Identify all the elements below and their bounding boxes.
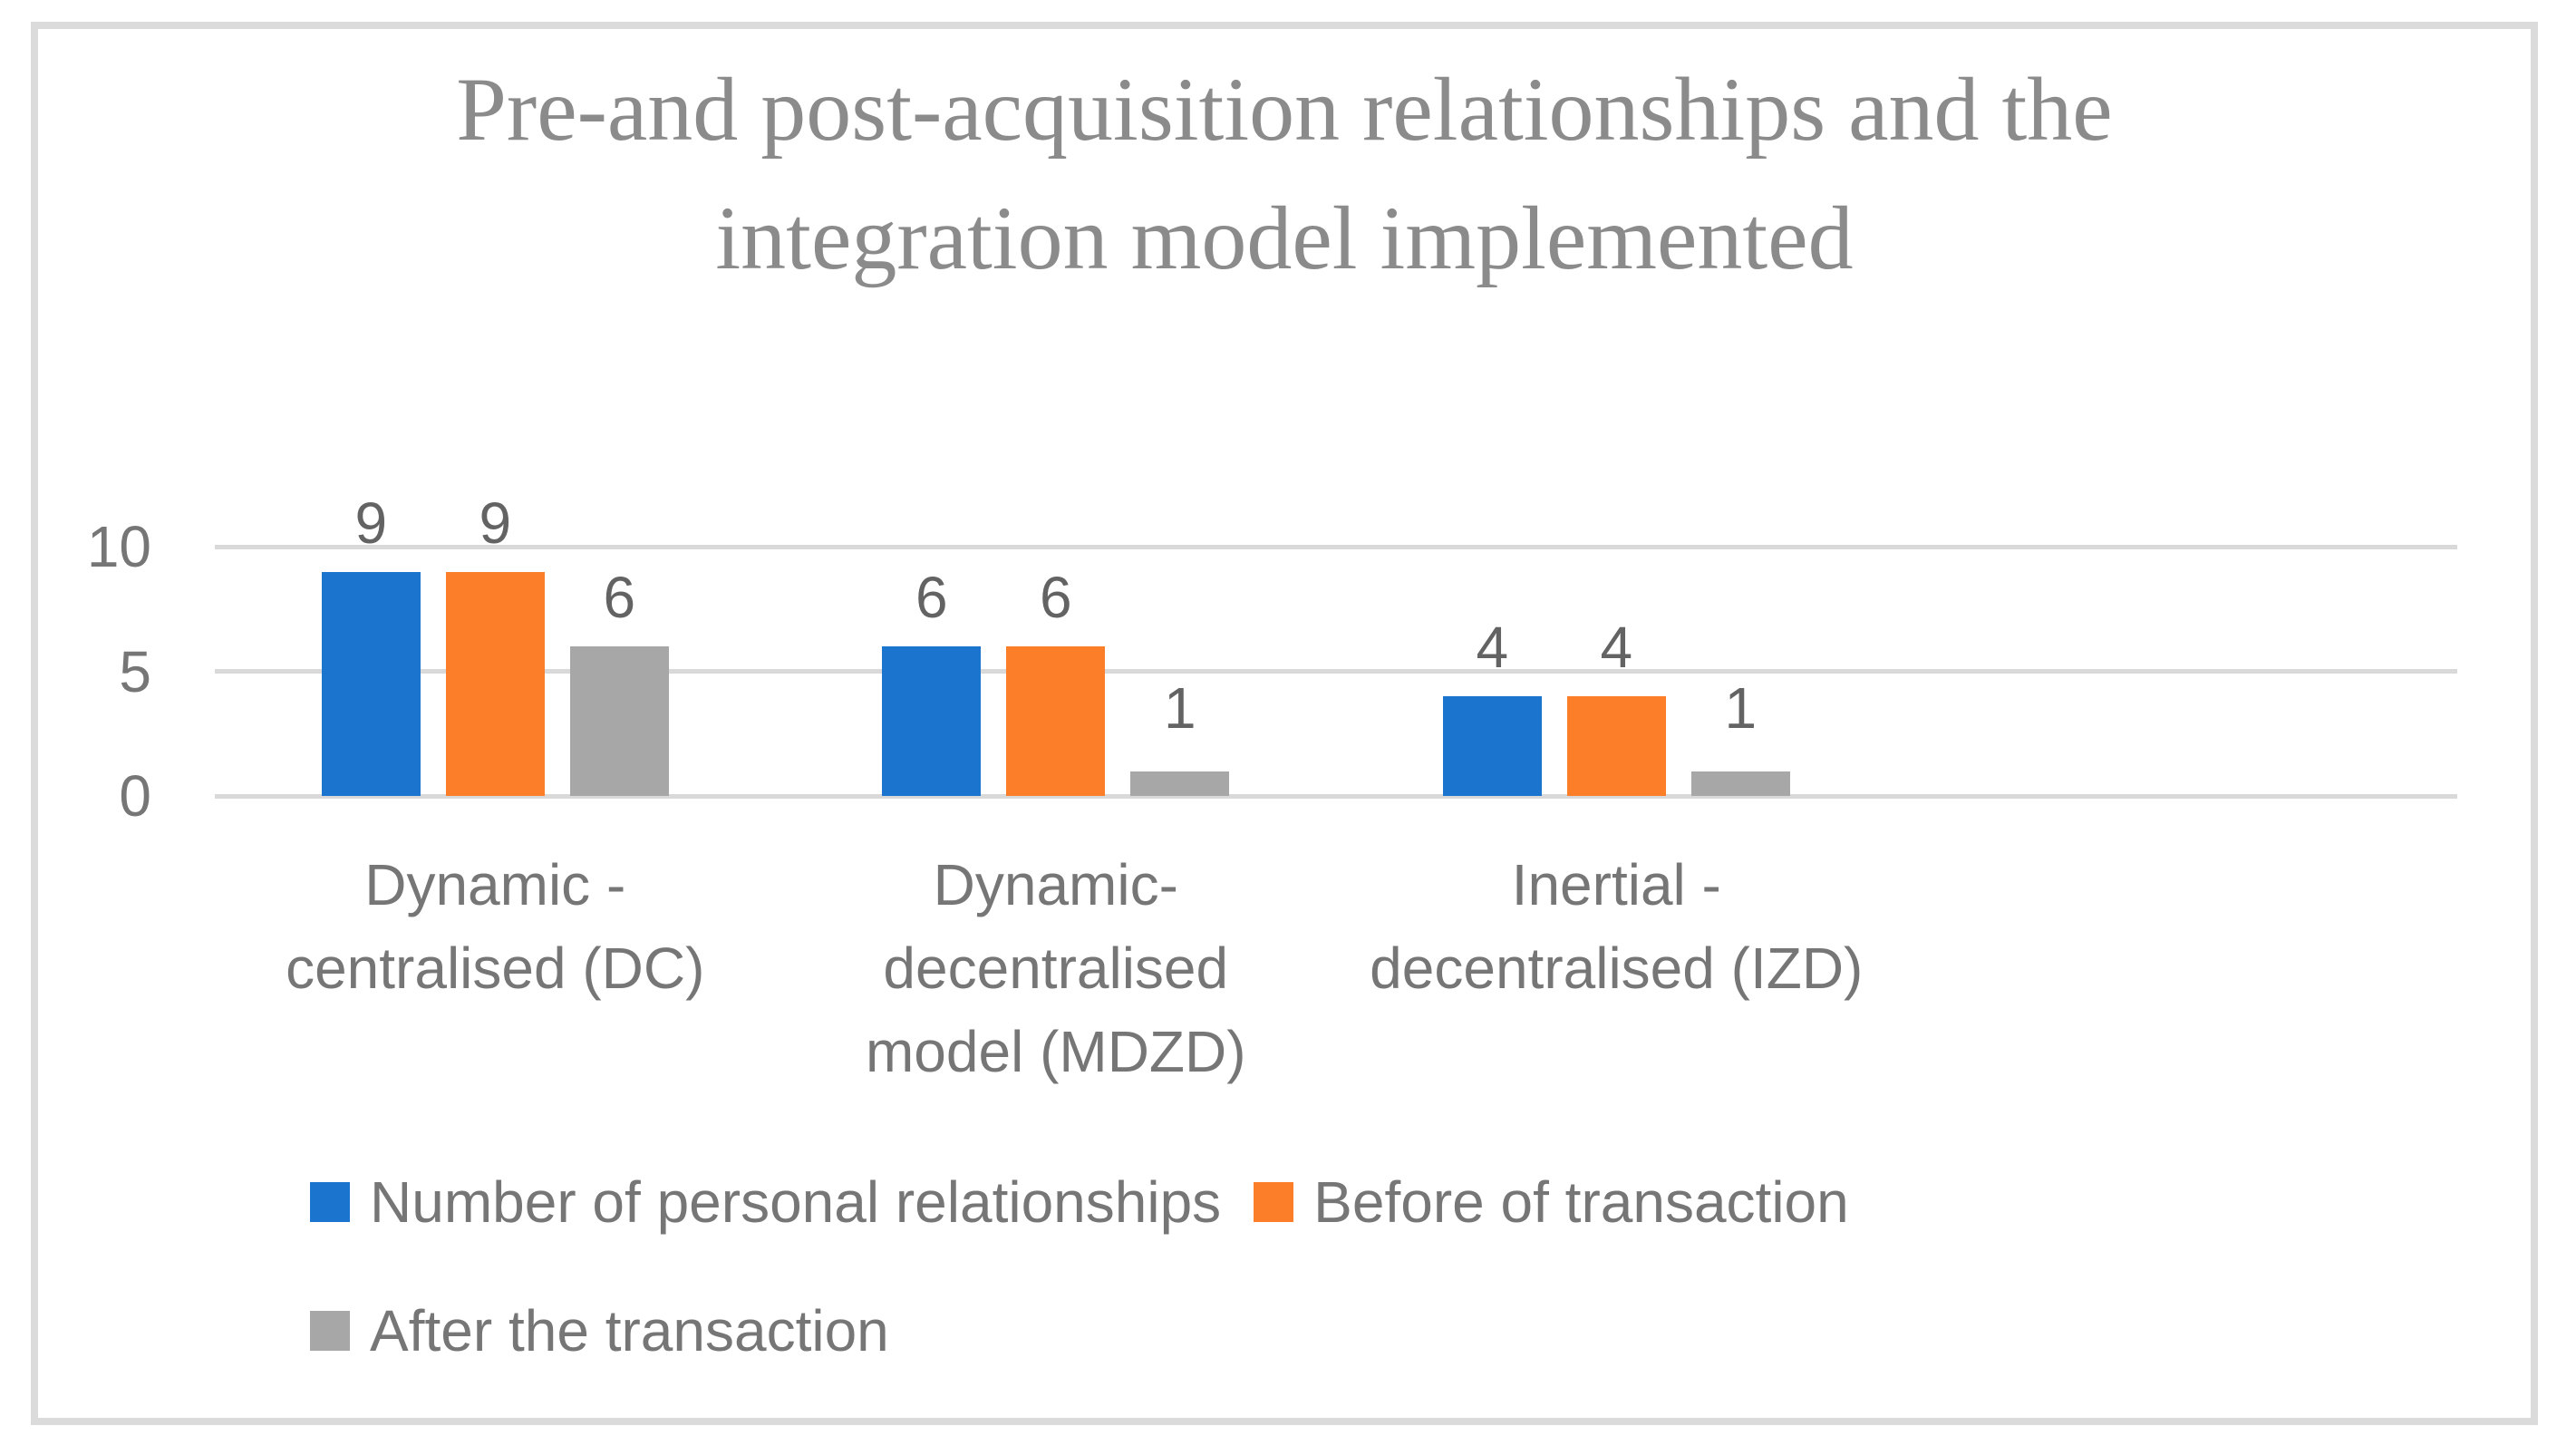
bar-series3-group1 — [569, 646, 669, 796]
data-label-series1-group1: 9 — [354, 490, 388, 556]
bar-series2-group2 — [1006, 646, 1106, 796]
y-axis-tick-label: 0 — [119, 763, 151, 829]
legend-item-series3: After the transaction — [310, 1297, 889, 1364]
x-axis-category-label: Inertial - decentralised (IZD) — [1370, 852, 1864, 1001]
chart-border — [31, 22, 2538, 1425]
legend-item-series2: Before of transaction — [1254, 1169, 1849, 1236]
chart-title: Pre-and post-acquisition relationships a… — [456, 59, 2113, 288]
bar-series1-group1 — [321, 571, 421, 796]
bar-series1-group2 — [882, 646, 982, 796]
x-axis-category-label: Dynamic- decentralised model (MDZD) — [865, 852, 1246, 1084]
legend-label-series2: Before of transaction — [1313, 1169, 1849, 1235]
data-label-series2-group3: 4 — [1600, 615, 1633, 680]
legend-label-series3: After the transaction — [370, 1298, 889, 1363]
bar-series1-group3 — [1442, 696, 1542, 796]
gridline-y10 — [215, 544, 2457, 549]
data-label-series2-group2: 6 — [1039, 565, 1072, 630]
legend-label-series1: Number of personal relationships — [370, 1169, 1222, 1235]
data-label-series3-group2: 1 — [1163, 674, 1196, 741]
legend-row-2: After the transaction — [310, 1296, 889, 1365]
legend-row-1: Number of personal relationships Before o… — [310, 1168, 1849, 1237]
gridline-y5 — [215, 669, 2457, 674]
bar-series3-group2 — [1130, 771, 1230, 796]
data-label-series1-group2: 6 — [915, 565, 948, 630]
y-axis-tick-label: 5 — [119, 638, 151, 704]
y-axis-tick-label: 10 — [86, 514, 151, 579]
legend-swatch-series1 — [310, 1182, 350, 1222]
bar-series2-group1 — [445, 571, 545, 796]
legend-swatch-series2 — [1254, 1182, 1294, 1222]
bar-series2-group3 — [1566, 696, 1666, 796]
data-label-series3-group1: 6 — [603, 565, 636, 630]
gridline-y0 — [215, 793, 2457, 799]
x-axis-category-label: Dynamic - centralised (DC) — [286, 852, 705, 1001]
data-label-series3-group3: 1 — [1724, 674, 1758, 741]
data-label-series1-group3: 4 — [1476, 615, 1509, 680]
legend-swatch-series3 — [310, 1311, 350, 1351]
data-label-series2-group1: 9 — [479, 490, 512, 556]
bar-series3-group3 — [1690, 771, 1790, 796]
legend-item-series1: Number of personal relationships — [310, 1169, 1221, 1236]
